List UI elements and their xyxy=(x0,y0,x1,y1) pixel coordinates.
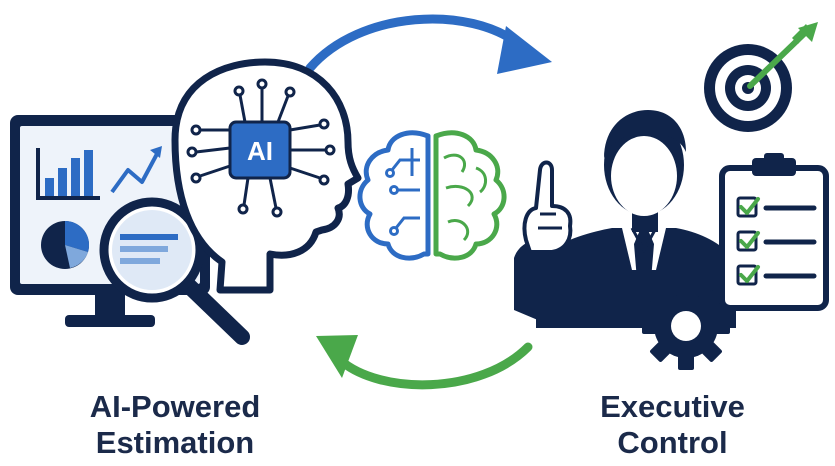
businessman-icon xyxy=(514,110,736,328)
magnifier-icon xyxy=(99,197,250,345)
arrow-bottom-icon xyxy=(316,335,533,390)
arrow-top-icon xyxy=(305,14,552,74)
bar-chart-icon xyxy=(36,148,100,200)
label-right-line1: Executive xyxy=(600,389,745,424)
label-ai-powered-estimation: AI-Powered Estimation xyxy=(40,389,310,461)
pie-chart-icon xyxy=(41,220,90,269)
target-icon xyxy=(704,22,818,132)
label-left-line1: AI-Powered xyxy=(89,389,261,424)
ai-chip-label: AI xyxy=(247,136,273,166)
line-chart-icon xyxy=(110,146,162,194)
checklist-icon xyxy=(719,153,829,311)
label-executive-control: Executive Control xyxy=(555,389,790,461)
gear-icon xyxy=(642,282,730,370)
label-right-line2: Control xyxy=(617,425,728,460)
label-left-line2: Estimation xyxy=(95,425,255,460)
ai-chip-icon: AI xyxy=(228,120,292,180)
brain-icon xyxy=(357,130,507,261)
